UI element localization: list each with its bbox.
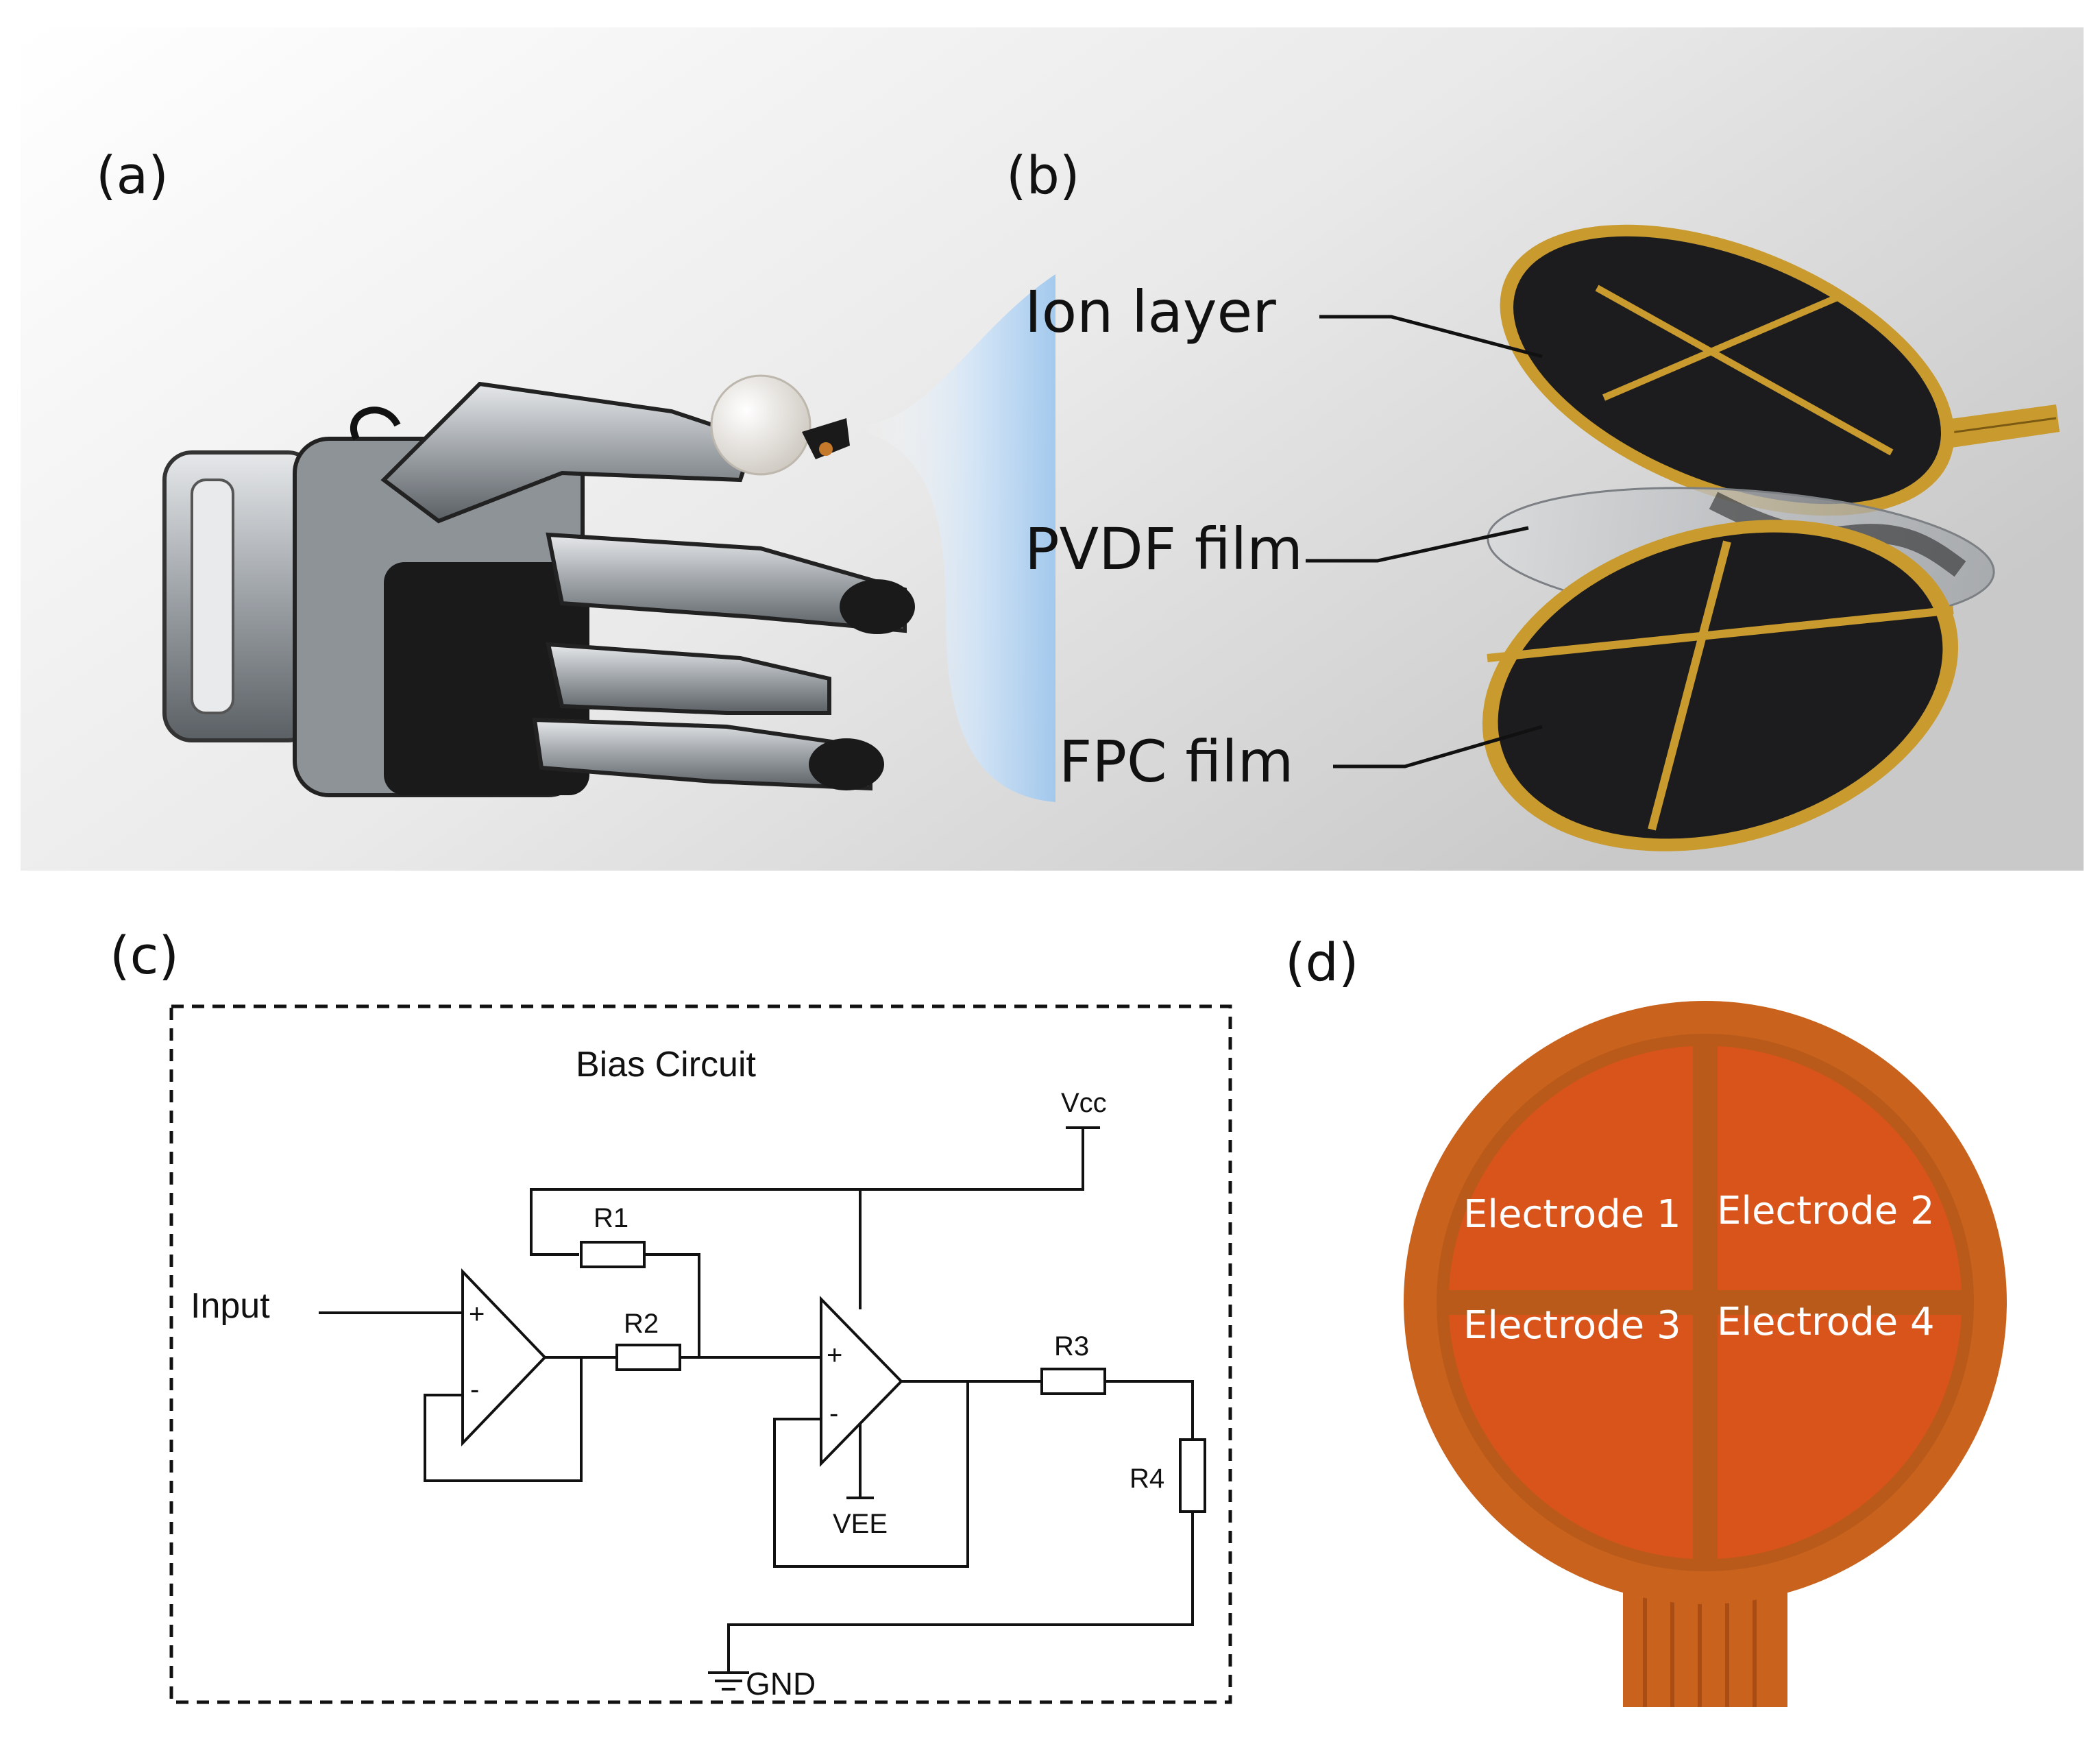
label-pvdf-film: PVDF film <box>1025 516 1303 583</box>
robotic-hand-illustration <box>162 374 915 797</box>
sensor-exploded-view <box>1482 224 2060 851</box>
electrode-4-label: Electrode 4 <box>1717 1300 1935 1344</box>
op-amp-1-minus: - <box>470 1374 479 1405</box>
r2-label: R2 <box>624 1309 659 1339</box>
zoom-highlight <box>864 274 1055 802</box>
op-amp-1-plus: + <box>469 1299 485 1329</box>
op-amp-2-minus: - <box>829 1398 838 1429</box>
electrode-1-label: Electrode 1 <box>1463 1192 1681 1237</box>
electrode-photo-illustration <box>1404 1001 2007 1707</box>
leader-ion-layer <box>1319 315 1543 359</box>
gnd-label: GND <box>746 1666 816 1701</box>
op-amp-2-plus: + <box>827 1340 842 1370</box>
op-amp-1 <box>461 1268 547 1446</box>
ground-symbol <box>708 1671 749 1691</box>
r1-label: R1 <box>594 1203 628 1233</box>
resistor-r4 <box>1179 1438 1206 1513</box>
resistor-r3 <box>1040 1368 1106 1395</box>
r3-label: R3 <box>1054 1331 1089 1361</box>
electrode-2-pad <box>1718 1046 1962 1290</box>
panel-c-label: (c) <box>110 925 179 986</box>
leader-fpc-film <box>1333 725 1543 768</box>
label-fpc-film: FPC film <box>1059 728 1293 795</box>
label-ion-layer: Ion layer <box>1025 278 1276 346</box>
panel-a-label: (a) <box>96 145 169 206</box>
r4-label: R4 <box>1130 1464 1164 1494</box>
vee-label: VEE <box>833 1509 888 1539</box>
electrode-2-label: Electrode 2 <box>1717 1189 1935 1233</box>
circuit-boundary <box>169 1004 1232 1704</box>
panel-d-label: (d) <box>1285 932 1359 993</box>
circuit-title: Bias Circuit <box>576 1045 756 1085</box>
panel-b-label: (b) <box>1006 145 1080 206</box>
input-label: Input <box>191 1286 270 1326</box>
leader-pvdf-film <box>1306 526 1529 563</box>
vcc-label: Vcc <box>1061 1088 1107 1118</box>
electrode-3-label: Electrode 3 <box>1463 1303 1681 1348</box>
resistor-r2 <box>615 1344 681 1371</box>
resistor-r1 <box>580 1241 646 1268</box>
electrode-3-pad <box>1449 1315 1693 1559</box>
electrode-4-pad <box>1718 1315 1962 1559</box>
bias-circuit-schematic: Bias Circuit Vcc R1 Input + - R2 + - VEE… <box>169 1004 1232 1704</box>
electrode-1-pad <box>1449 1046 1693 1290</box>
